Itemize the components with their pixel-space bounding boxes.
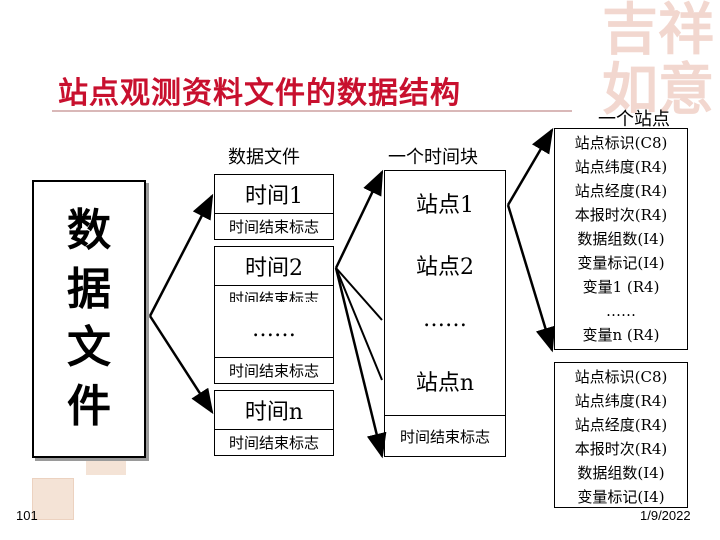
field-group-count: 数据组数(I4) — [577, 464, 665, 482]
time-block-n: 时间n — [214, 390, 334, 430]
station-record-2: 站点标识(C8) 站点纬度(R4) 站点经度(R4) 本报时次(R4) 数据组数… — [554, 362, 688, 508]
station-record-1: 站点标识(C8) 站点纬度(R4) 站点经度(R4) 本报时次(R4) 数据组数… — [554, 128, 688, 350]
station-1: 站点1 — [416, 193, 474, 218]
time-block-box — [384, 170, 506, 457]
time-end-flag: 时间结束标志 — [214, 357, 334, 384]
field-station-id: 站点标识(C8) — [574, 368, 668, 386]
time-end-flag: 时间结束标志 — [214, 213, 334, 240]
arrow-time-to-block-top — [334, 169, 384, 269]
page-number: 101 — [16, 508, 38, 523]
field-longitude: 站点经度(R4) — [574, 182, 668, 200]
arrow-file-to-time1 — [148, 193, 214, 317]
field-report-time: 本报时次(R4) — [574, 206, 668, 224]
decorative-seal-small — [86, 455, 126, 475]
field-latitude: 站点纬度(R4) — [574, 392, 668, 410]
arrow-time-to-block-bottom — [334, 267, 387, 459]
field-var-flag: 变量标记(I4) — [577, 254, 665, 272]
data-file-char: 文 — [67, 322, 111, 374]
field-var-flag: 变量标记(I4) — [577, 488, 665, 506]
field-latitude: 站点纬度(R4) — [574, 158, 668, 176]
time-end-flag: 时间结束标志 — [214, 429, 334, 456]
arrow-station-to-record-bottom — [506, 204, 556, 353]
field-var-n: 变量n (R4) — [582, 326, 660, 344]
arrow-station-to-record-top — [506, 127, 554, 206]
data-file-char: 件 — [67, 381, 111, 433]
station-ellipsis: …… — [423, 306, 467, 332]
col3-header: 一个站点 — [598, 109, 670, 130]
slide-date: 1/9/2022 — [640, 508, 691, 523]
field-group-count: 数据组数(I4) — [577, 230, 665, 248]
field-report-time: 本报时次(R4) — [574, 440, 668, 458]
data-file-char: 据 — [67, 263, 111, 315]
field-var-1: 变量1 (R4) — [582, 278, 660, 296]
col2-header: 一个时间块 — [388, 147, 478, 168]
arrow-file-to-timen — [148, 315, 214, 415]
station-n: 站点n — [415, 371, 475, 396]
title-underline — [52, 110, 572, 112]
page-title: 站点观测资料文件的数据结构 — [58, 76, 461, 111]
data-file-char: 数 — [67, 204, 111, 256]
time-block-ellipsis: …… — [214, 302, 334, 357]
field-longitude: 站点经度(R4) — [574, 416, 668, 434]
col1-header: 数据文件 — [228, 147, 300, 168]
station-2: 站点2 — [416, 255, 474, 280]
time-block-1: 时间1 — [214, 174, 334, 214]
field-station-id: 站点标识(C8) — [574, 134, 668, 152]
field-ellipsis: …… — [606, 302, 636, 320]
data-file-box: 数 据 文 件 — [32, 180, 146, 458]
time-end-flag: 时间结束标志 — [384, 415, 506, 457]
decorative-seal — [32, 478, 74, 520]
